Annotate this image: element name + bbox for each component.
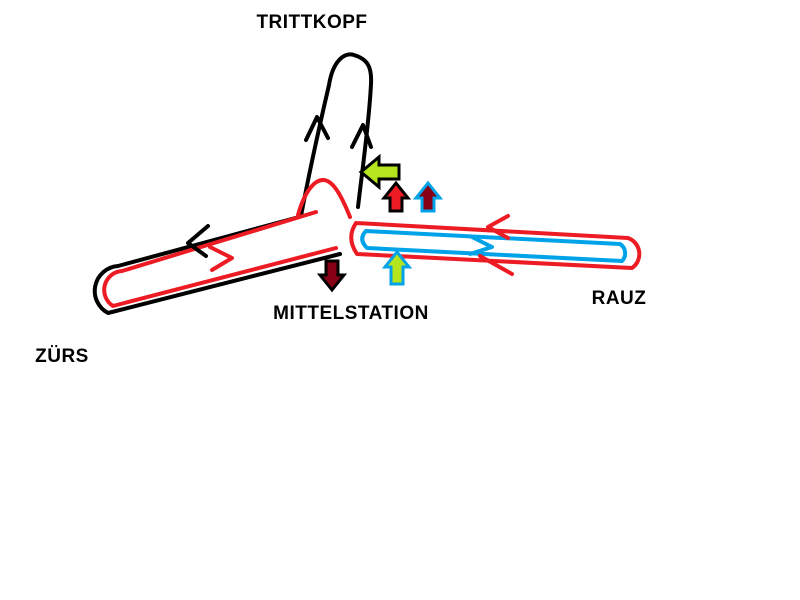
label-rauz: RAUZ <box>592 288 647 309</box>
green-left-arrow-icon <box>358 153 401 191</box>
up-chevron-right-icon <box>350 123 373 149</box>
junction-hump-line <box>296 178 352 219</box>
left-chevron-icon <box>186 224 210 258</box>
label-trittkopf: TRITTKOPF <box>256 12 367 33</box>
darkred-up-arrow-icon <box>412 180 444 213</box>
rauz-left-chevron-icon <box>486 214 510 240</box>
rauz-red-slash-icon <box>478 254 514 276</box>
darkred-down-arrow-icon <box>316 259 348 293</box>
rauz-route-inner-line <box>360 229 628 263</box>
green-up-arrow-icon <box>381 249 413 286</box>
zurs-route-red-line <box>102 210 338 308</box>
right-chevron-icon <box>208 245 234 272</box>
zurs-route-black-line <box>92 215 342 315</box>
label-zurs: ZÜRS <box>35 346 89 367</box>
label-mittelstation: MITTELSTATION <box>273 303 429 324</box>
rauz-route-outer-line <box>349 221 642 270</box>
rauz-right-chevron-icon <box>468 235 494 256</box>
up-chevron-left-icon <box>304 115 330 142</box>
red-up-arrow-icon <box>380 180 412 213</box>
